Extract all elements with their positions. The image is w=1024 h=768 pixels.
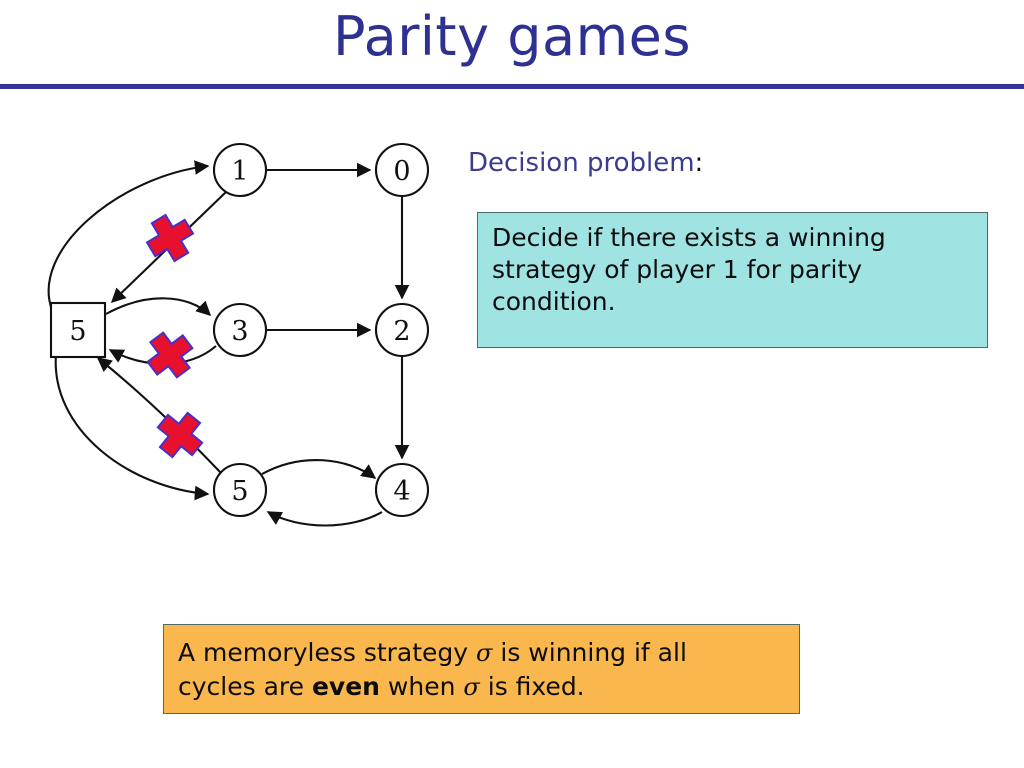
node-5-circle-label: 5: [231, 476, 248, 507]
node-3-label: 3: [231, 316, 248, 347]
title-divider: [0, 84, 1024, 89]
sigma-symbol-1: σ: [476, 639, 493, 667]
node-5-square: 5: [49, 301, 107, 359]
cross-mark-1: [145, 213, 195, 263]
graph-svg: 1 0 5 3 2: [47, 142, 430, 527]
edge-5circle-to-4: [261, 459, 377, 479]
strategy-line-2-prefix: cycles are: [178, 671, 312, 701]
decision-line-3: condition.: [492, 287, 616, 316]
decision-problem-colon: :: [694, 148, 704, 178]
node-2: 2: [374, 302, 430, 358]
strategy-line-2-suffix: is fixed.: [479, 671, 585, 701]
node-0-label: 0: [393, 156, 410, 187]
node-4: 4: [374, 462, 430, 518]
edge-5square-to-3: [105, 297, 212, 317]
cross-mark-2: [146, 331, 194, 379]
node-2-label: 2: [393, 316, 410, 347]
strategy-line-1-prefix: A memoryless strategy: [178, 638, 477, 667]
graph-nodes: 1 0 5 3 2: [49, 142, 430, 518]
edge-4-to-5circle: [266, 511, 383, 527]
decision-line-2: strategy of player 1 for parity: [492, 255, 862, 284]
node-1: 1: [212, 142, 268, 198]
cross-mark-3: [156, 411, 204, 459]
edge-5square-to-1: [47, 160, 210, 311]
strategy-line-1-suffix: is winning if all: [492, 638, 687, 667]
node-5-circle: 5: [212, 462, 268, 518]
strategy-even-emphasis: even: [311, 671, 380, 701]
decision-problem-label: Decision problem:: [468, 148, 703, 178]
decision-problem-callout: Decide if there exists a winning strateg…: [477, 212, 988, 348]
page-title: Parity games: [332, 5, 692, 68]
sigma-symbol-2: σ: [463, 672, 480, 701]
edge-5circle-to-5square: [96, 357, 221, 473]
parity-game-graph: 1 0 5 3 2: [30, 130, 460, 540]
edge-5square-to-5circle: [54, 353, 210, 501]
node-5-square-label: 5: [69, 316, 86, 347]
graph-cross-marks: [145, 213, 204, 459]
strategy-line-2-middle: when: [379, 671, 464, 701]
decision-line-1: Decide if there exists a winning: [492, 223, 886, 252]
node-3: 3: [212, 302, 268, 358]
decision-problem-text: Decision problem: [468, 148, 695, 178]
strategy-line-1: A memoryless strategy σ is winning if al…: [178, 636, 785, 670]
strategy-line-2: cycles are even when σ is fixed.: [178, 670, 785, 704]
node-0: 0: [374, 142, 430, 198]
memoryless-strategy-callout: A memoryless strategy σ is winning if al…: [163, 624, 800, 714]
node-1-label: 1: [231, 156, 248, 187]
node-4-label: 4: [393, 476, 410, 507]
